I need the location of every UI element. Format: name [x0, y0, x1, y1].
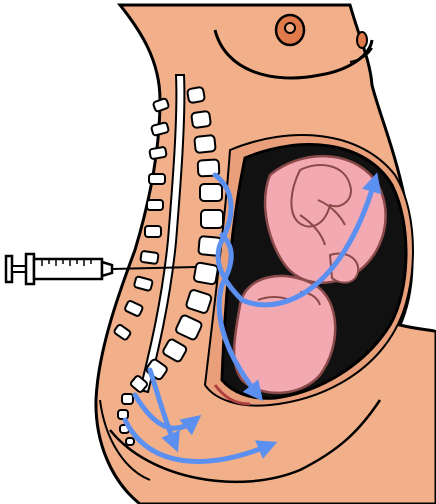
spinous-process	[140, 251, 158, 264]
fetus-head	[234, 276, 335, 393]
vertebra	[118, 410, 128, 419]
vertebra	[126, 438, 134, 445]
vertebra	[187, 87, 205, 104]
spinous-process	[145, 226, 161, 237]
spinous-process	[147, 200, 163, 210]
vertebra	[122, 394, 133, 404]
vertebra	[193, 262, 218, 285]
spinous-process	[149, 147, 166, 160]
vertebra	[201, 210, 223, 228]
vertebra	[194, 135, 216, 153]
vertebra	[191, 111, 211, 128]
vertebra	[200, 184, 222, 201]
spinous-process	[149, 174, 165, 184]
